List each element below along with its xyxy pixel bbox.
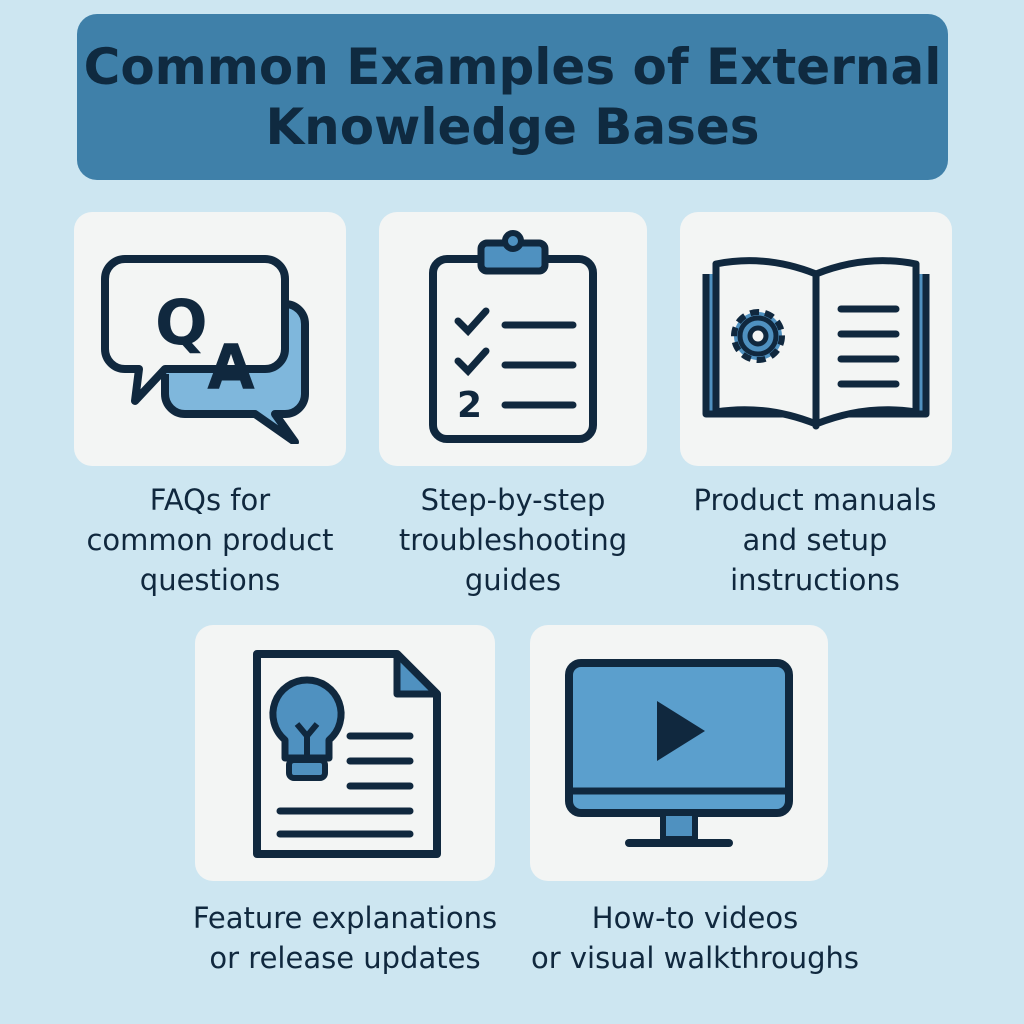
- lightbulb-icon: [269, 675, 345, 781]
- play-icon: [657, 701, 705, 761]
- a-glyph: A: [207, 331, 255, 404]
- card-troubleshooting: 2: [379, 212, 647, 466]
- card-features: [195, 625, 495, 881]
- gear-icon: [731, 309, 785, 363]
- card-faqs: Q A: [74, 212, 346, 466]
- label-features: Feature explanations or release updates: [192, 901, 498, 975]
- title-banner: Common Examples of External Knowledge Ba…: [77, 14, 948, 180]
- label-troubleshooting: Step-by-step troubleshooting guides: [398, 483, 628, 597]
- q-glyph: Q: [155, 286, 208, 359]
- label-manuals: Product manuals and setup instructions: [693, 483, 937, 597]
- label-faqs: FAQs for common product questions: [86, 483, 334, 597]
- step-number: 2: [457, 385, 482, 426]
- card-videos: [530, 625, 828, 881]
- open-book-gear-icon: [702, 257, 930, 430]
- card-manuals: [680, 212, 952, 466]
- clipboard-checklist-icon: 2: [429, 230, 597, 443]
- label-videos: How-to videos or visual walkthroughs: [530, 901, 860, 975]
- page-title: Common Examples of External Knowledge Ba…: [83, 38, 942, 156]
- monitor-play-icon: [565, 659, 793, 847]
- document-lightbulb-icon: [253, 649, 441, 858]
- qa-speech-bubbles-icon: Q A: [101, 255, 309, 444]
